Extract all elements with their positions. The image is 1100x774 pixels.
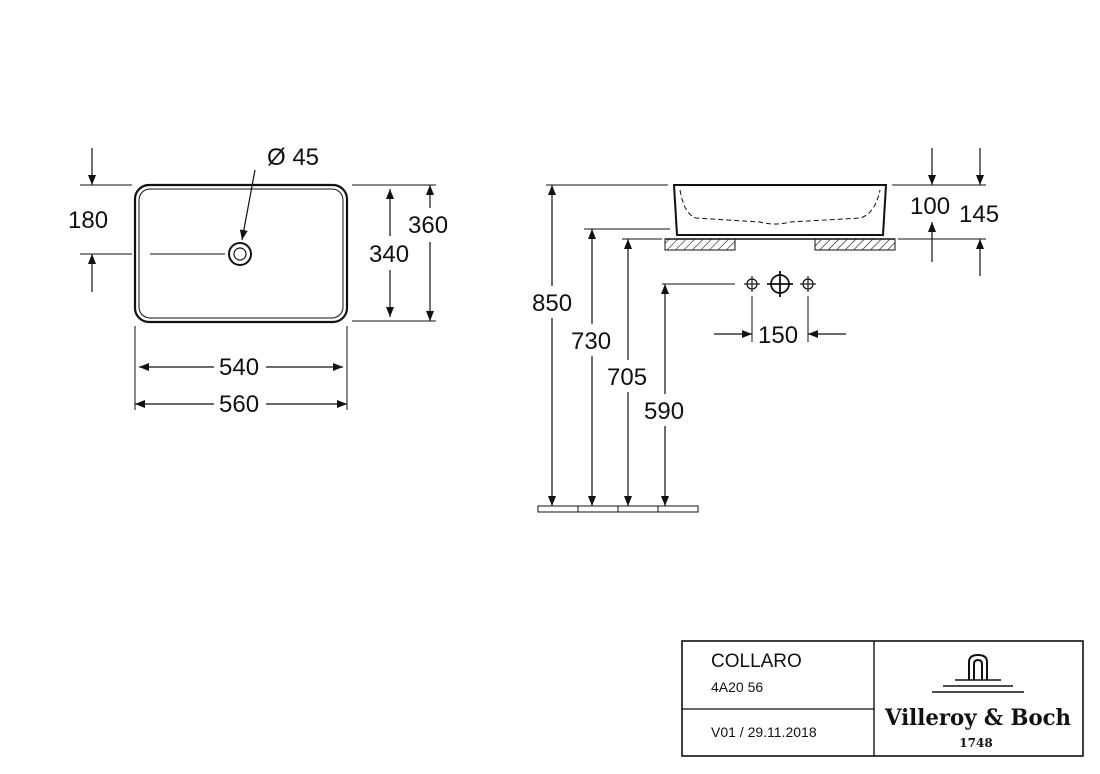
dim-label-180: 180: [68, 207, 108, 234]
tap-connection-left: [744, 276, 760, 292]
side-view: [537, 148, 986, 513]
drain-leader-line: [239, 169, 256, 241]
brand-logo-tap-icon: [968, 653, 988, 680]
dim-label-340: 340: [369, 241, 409, 268]
floor-block: [577, 505, 619, 513]
drain-inner-ring: [233, 247, 247, 261]
top-view: [80, 148, 436, 410]
dim-label-850: 850: [532, 290, 572, 317]
title-block-frame: [681, 640, 1084, 757]
countertop-hatch-right: [814, 238, 896, 251]
dim-label-360: 360: [408, 212, 448, 239]
floor-block: [657, 505, 699, 513]
side-view-labels: 100 145 850 730 705 590 150: [532, 193, 999, 425]
dim-label-150: 150: [758, 322, 798, 349]
basin-outer-outline: [133, 183, 349, 324]
basin-inner-dashed-profile: [679, 189, 881, 225]
dim-label-145: 145: [959, 201, 999, 228]
drain-outer-ring: [228, 242, 252, 266]
floor-block: [537, 505, 579, 513]
dim-label-730: 730: [571, 328, 611, 355]
brand-year: 1748: [959, 736, 992, 750]
dim-label-705: 705: [607, 364, 647, 391]
drain-diameter-label: Ø 45: [267, 144, 319, 171]
tap-connection-right: [800, 276, 816, 292]
article-number: 4A20 56: [711, 679, 763, 695]
dim-label-540: 540: [219, 354, 259, 381]
product-name: COLLARO: [711, 651, 802, 672]
top-view-labels: Ø 45 180 340 360 540 560: [68, 144, 448, 418]
dim-label-100: 100: [910, 193, 950, 220]
dim-label-590: 590: [644, 398, 684, 425]
basin-inner-outline: [138, 188, 344, 319]
basin-side-profile: [672, 184, 888, 236]
dim-label-560: 560: [219, 391, 259, 418]
brand-logo: [932, 653, 1024, 693]
title-block: [681, 640, 1084, 757]
countertop-hatch-left: [664, 238, 736, 251]
floor-block: [617, 505, 659, 513]
tap-connection-center: [767, 271, 793, 297]
title-block-text: COLLARO 4A20 56 V01 / 29.11.2018 Villero…: [711, 651, 1071, 750]
version-date: V01 / 29.11.2018: [711, 724, 817, 740]
brand-name: Villeroy & Boch: [884, 705, 1071, 731]
